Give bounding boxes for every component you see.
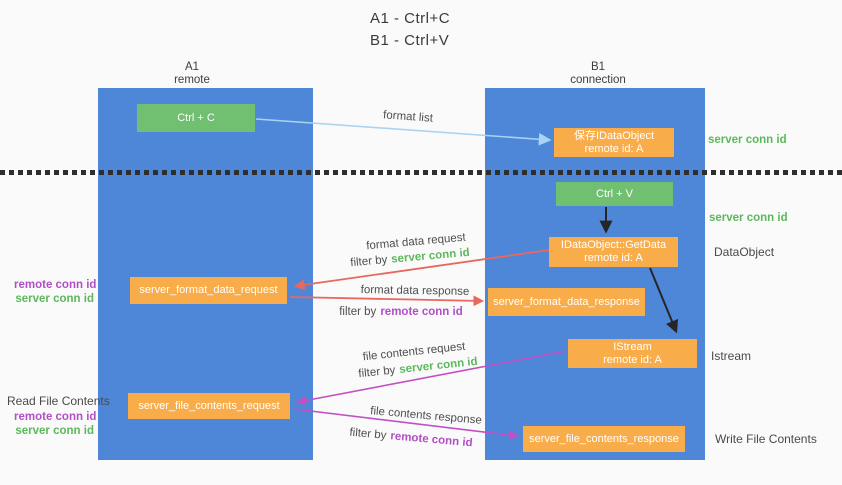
annotation-write-file-contents: Write File Contents bbox=[715, 432, 817, 446]
annotation-server-conn-id-1: server conn id bbox=[15, 293, 94, 305]
filter-key-server-2: server conn id bbox=[398, 355, 479, 376]
machine-boundary-divider bbox=[0, 170, 842, 175]
node-istream: IStream remote id: A bbox=[568, 339, 697, 368]
title-line-b1: B1 - Ctrl+V bbox=[370, 32, 450, 49]
lane-a1-subtitle: remote bbox=[174, 74, 210, 86]
node-istream-line1: IStream bbox=[613, 340, 652, 353]
annotation-remote-conn-id-2: remote conn id bbox=[14, 411, 97, 423]
node-server-file-contents-request: server_file_contents_request bbox=[128, 393, 290, 419]
node-file-response-label: server_file_contents_response bbox=[529, 432, 679, 445]
filter-prefix-2: filter by bbox=[339, 306, 377, 318]
lane-b1-subtitle: connection bbox=[570, 74, 626, 86]
node-format-response-label: server_format_data_response bbox=[493, 295, 640, 308]
node-getdata-line2: remote id: A bbox=[584, 252, 643, 264]
node-server-format-data-response: server_format_data_response bbox=[488, 288, 645, 316]
label-format-list: format list bbox=[382, 109, 434, 125]
node-save-dataobject-line1: 保存IDataObject bbox=[573, 129, 655, 142]
filter-prefix-1: filter by bbox=[349, 254, 388, 270]
annotation-dataobject: DataObject bbox=[714, 245, 775, 259]
lane-header-b1: B1 connection bbox=[570, 61, 626, 87]
label-format-data-response: format data response bbox=[360, 284, 470, 298]
annotation-istream: Istream bbox=[711, 349, 752, 363]
filter-key-server-1: server conn id bbox=[390, 246, 471, 266]
title-line-a1: A1 - Ctrl+C bbox=[370, 10, 451, 27]
node-save-dataobject: 保存IDataObject remote id: A bbox=[554, 128, 674, 157]
annotation-read-file-contents: Read File Contents bbox=[7, 394, 110, 408]
diagram-title: A1 - Ctrl+C B1 - Ctrl+V bbox=[370, 8, 450, 52]
annotation-conn-ids-format: remote conn id server conn id bbox=[14, 278, 97, 306]
node-ctrl-v: Ctrl + V bbox=[556, 182, 673, 206]
filter-prefix-4: filter by bbox=[348, 426, 387, 442]
node-ctrl-v-label: Ctrl + V bbox=[596, 187, 633, 200]
node-istream-line2: remote id: A bbox=[603, 353, 662, 366]
node-ctrl-c: Ctrl + C bbox=[137, 104, 255, 132]
lane-b1-name: B1 bbox=[590, 61, 606, 73]
node-server-format-data-request: server_format_data_request bbox=[130, 277, 287, 304]
annotation-remote-conn-id-1: remote conn id bbox=[14, 279, 97, 291]
label-file-contents-response: file contents response bbox=[369, 405, 483, 427]
node-file-request-label: server_file_contents_request bbox=[138, 399, 280, 412]
node-save-dataobject-line2: remote id: A bbox=[584, 142, 644, 155]
filter-key-remote-2: remote conn id bbox=[389, 430, 474, 450]
annotation-server-conn-id-mid: server conn id bbox=[709, 212, 788, 224]
lane-a1-name: A1 bbox=[184, 61, 200, 73]
annotation-server-conn-id-2: server conn id bbox=[15, 425, 94, 437]
filter-prefix-3: filter by bbox=[357, 364, 396, 381]
node-idataobject-getdata: IDataObject::GetData remote id: A bbox=[549, 237, 678, 267]
filter-key-remote-1: remote conn id bbox=[380, 306, 463, 318]
annotation-conn-ids-file: remote conn id server conn id bbox=[14, 410, 97, 438]
node-server-file-contents-response: server_file_contents_response bbox=[523, 426, 685, 452]
annotation-server-conn-id-top: server conn id bbox=[708, 134, 787, 146]
lane-header-a1: A1 remote bbox=[174, 61, 210, 87]
node-getdata-line1: IDataObject::GetData bbox=[560, 239, 667, 251]
node-ctrl-c-label: Ctrl + C bbox=[177, 111, 215, 124]
node-format-request-label: server_format_data_request bbox=[139, 284, 278, 296]
